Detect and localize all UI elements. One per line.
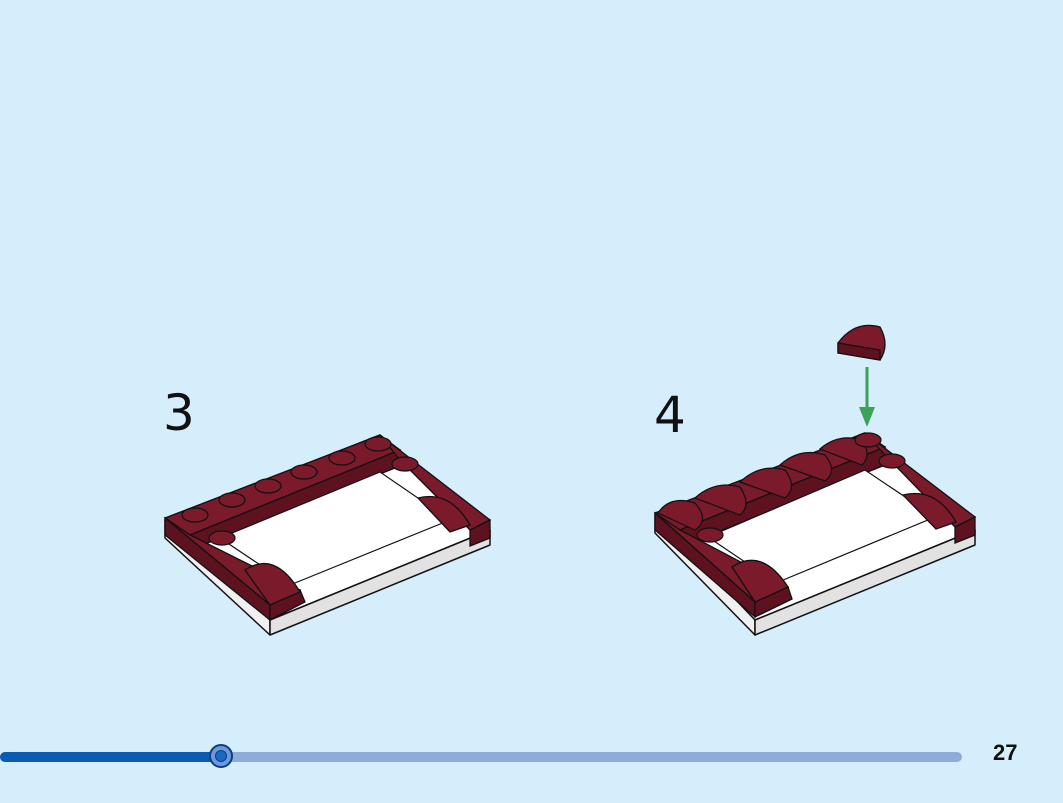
page-number: 27 (993, 740, 1018, 765)
new-quarter-tile (837, 324, 886, 361)
back-quarter-tiles (657, 437, 868, 531)
step-4-build-illustration (653, 324, 977, 636)
step-3-build-illustration (163, 434, 492, 636)
page-progress-slider[interactable] (0, 742, 970, 772)
progress-track[interactable] (0, 752, 962, 762)
progress-fill (0, 752, 221, 762)
corner-tile-left (244, 562, 301, 606)
studs (696, 432, 906, 543)
down-arrow-icon (859, 367, 875, 427)
step-number-4: 4 (654, 386, 686, 444)
corner-tile-right (901, 492, 957, 530)
step-number-3: 3 (163, 384, 195, 442)
progress-thumb[interactable] (209, 744, 233, 768)
corner-tile-left (731, 559, 789, 603)
corner-tile-right (416, 495, 471, 533)
studs (181, 436, 419, 546)
